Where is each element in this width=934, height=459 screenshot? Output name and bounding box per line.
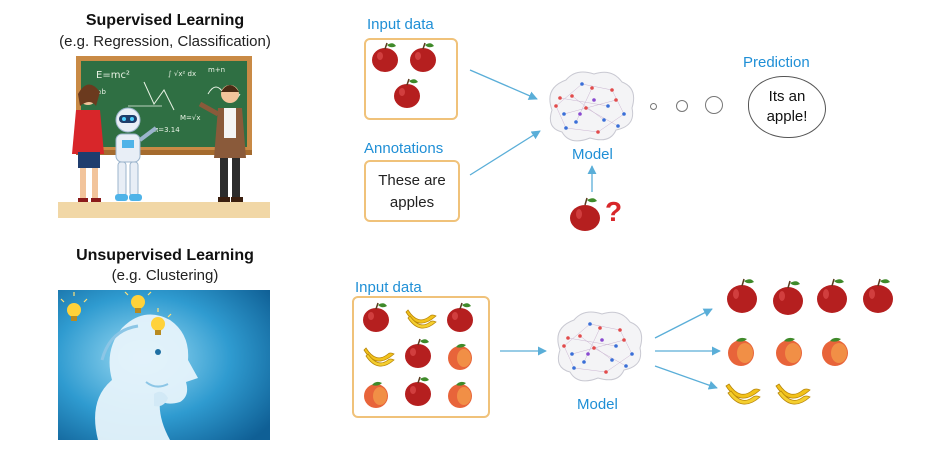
thinking-robot-illustration	[58, 290, 270, 440]
thought-dot-medium	[676, 100, 688, 112]
arrow-annotations-to-model	[469, 130, 541, 176]
unsupervised-model-label: Model	[577, 396, 618, 413]
svg-text:E=mc²: E=mc²	[96, 70, 130, 81]
supervised-model-label: Model	[572, 146, 613, 163]
thought-dot-large	[705, 96, 723, 114]
supervised-input-box	[364, 38, 458, 120]
neural-network-brain-icon	[557, 311, 643, 382]
unsupervised-subtitle: (e.g. Clustering)	[111, 267, 219, 284]
apple-icon	[394, 78, 420, 108]
classroom-illustration: E=mc² log₂b ∫ √x² dx m+n M=√x π=3.14	[58, 56, 270, 218]
thought-dot-small	[650, 103, 657, 110]
peach-icon	[728, 337, 754, 366]
unsupervised-input-box	[352, 296, 490, 418]
peach-icon	[364, 381, 388, 408]
banana-icon	[405, 309, 437, 329]
test-apple-icon	[570, 197, 600, 231]
apple-icon	[362, 302, 390, 333]
arrow-model-to-apples	[654, 308, 713, 339]
svg-text:π=3.14: π=3.14	[154, 126, 180, 134]
peach-icon	[448, 381, 472, 408]
unsupervised-title: Unsupervised Learning	[76, 247, 254, 264]
peach-icon	[448, 343, 472, 370]
peach-icon	[822, 337, 848, 366]
unsupervised-input-label: Input data	[355, 279, 422, 296]
annotation-text-line2: apples	[389, 194, 435, 211]
svg-text:M=√x: M=√x	[180, 114, 201, 122]
apple-icon	[862, 278, 894, 314]
supervised-input-label: Input data	[367, 16, 434, 33]
prediction-label: Prediction	[743, 54, 810, 71]
peach-icon	[776, 337, 802, 366]
apple-icon	[404, 338, 432, 369]
prediction-bubble: Its an apple!	[748, 76, 826, 138]
prediction-text-line2: apple!	[766, 108, 808, 125]
arrow-model-to-bananas	[654, 365, 718, 390]
apples-group	[372, 42, 436, 108]
question-mark-icon: ?	[605, 196, 623, 227]
banana-icon	[775, 383, 811, 405]
annotations-box: These are apples	[364, 160, 460, 222]
lightbulb-icon	[67, 303, 81, 321]
lightbulb-icon	[151, 317, 165, 335]
neural-network-brain-icon	[549, 71, 635, 142]
lightbulb-icon	[131, 295, 145, 313]
supervised-title: Supervised Learning	[85, 12, 245, 29]
arrow-input-to-model	[469, 69, 538, 100]
mixed-fruits-grid	[362, 302, 474, 408]
apple-icon	[726, 278, 758, 314]
svg-text:∫ √x² dx: ∫ √x² dx	[168, 70, 196, 78]
apple-icon	[372, 42, 398, 72]
annotation-text-line1: These are	[378, 172, 446, 189]
clustered-fruits	[725, 278, 894, 405]
annotations-label: Annotations	[364, 140, 444, 157]
prediction-text-line1: Its an	[768, 88, 806, 105]
banana-icon	[363, 347, 395, 367]
svg-text:m+n: m+n	[208, 66, 225, 74]
banana-icon	[725, 383, 761, 405]
apple-icon	[816, 278, 848, 314]
supervised-subtitle: (e.g. Regression, Classification)	[59, 33, 271, 50]
apple-icon	[404, 376, 432, 407]
apple-icon	[410, 42, 436, 72]
apple-icon	[446, 302, 474, 333]
apple-icon	[772, 280, 804, 316]
